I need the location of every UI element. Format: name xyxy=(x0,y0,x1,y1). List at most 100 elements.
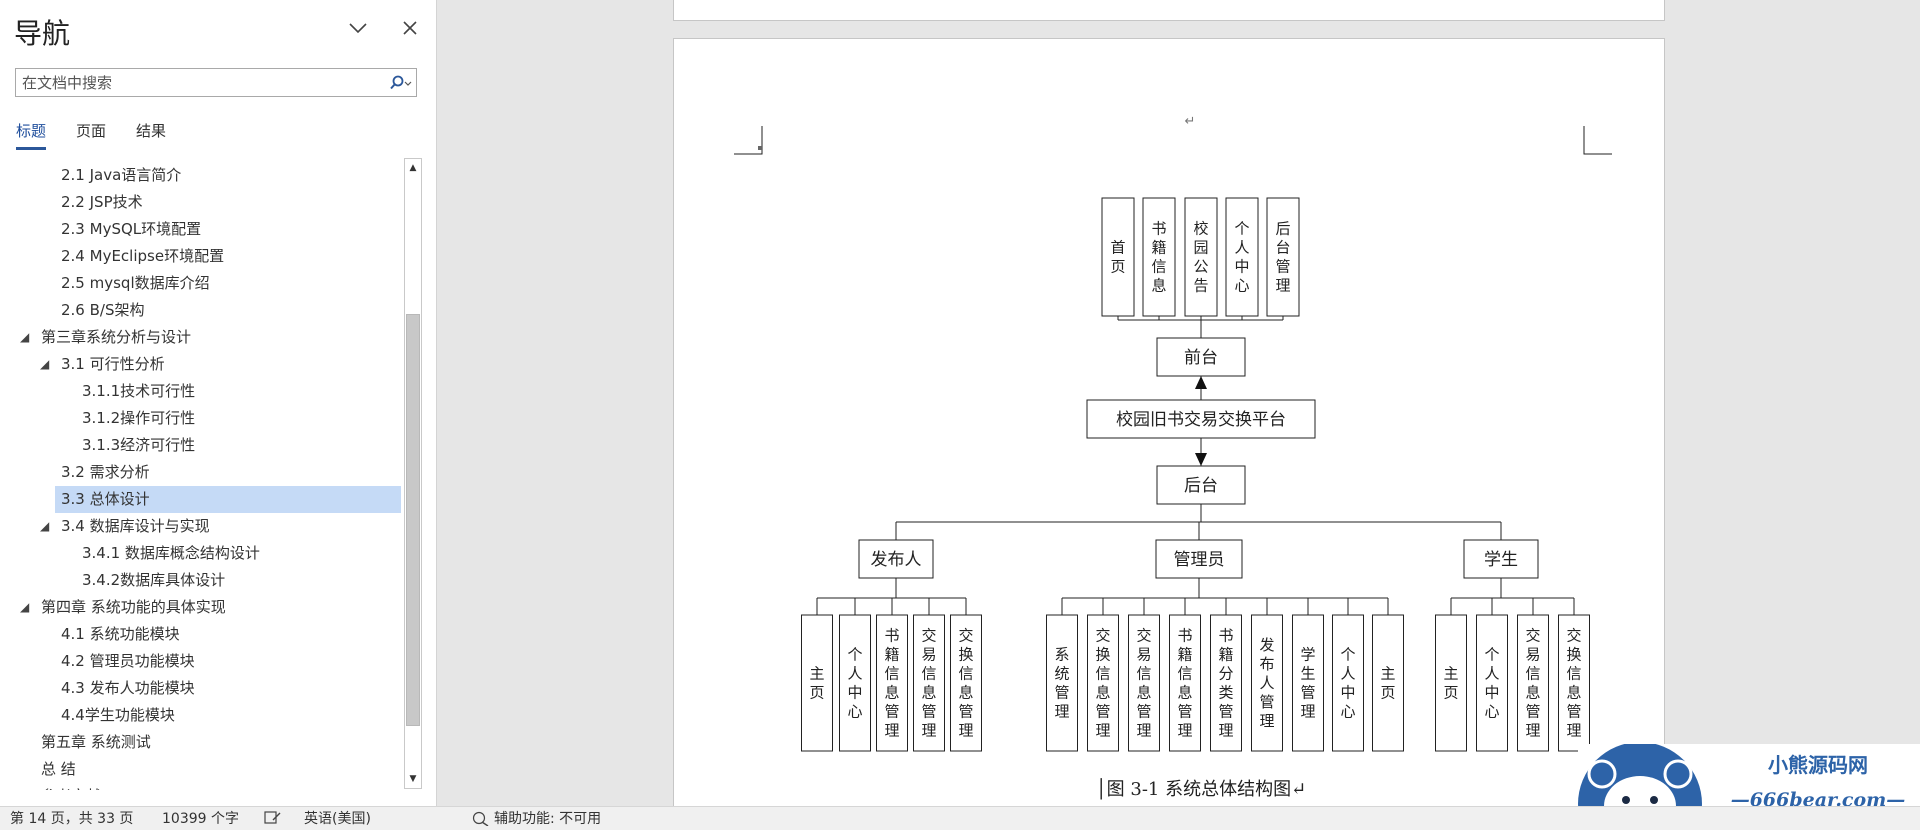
frontend-label: 前台 xyxy=(1184,348,1218,368)
tree-item[interactable]: 2.4 MyEclipse环境配置 xyxy=(0,243,403,270)
search-input[interactable] xyxy=(22,72,372,93)
navigation-pane: 导航 标题 页面 结果 2.1 Java语言简介 2.2 JSP技术 2.3 MyS… xyxy=(0,0,437,806)
proofing-icon[interactable] xyxy=(264,810,282,830)
module-box-label: 交易信息管理 xyxy=(1136,627,1151,740)
tree-item[interactable]: 3.1.1技术可行性 xyxy=(0,378,403,405)
document-area[interactable]: ↵首页书籍信息校园公告个人中心后台管理前台校园旧书交易交换平台后台发布人管理员学… xyxy=(438,0,1920,806)
module-box-label: 交换信息管理 xyxy=(1566,627,1581,740)
platform-label: 校园旧书交易交换平台 xyxy=(1116,410,1286,430)
close-icon[interactable] xyxy=(396,14,424,42)
module-box-label: 书籍信息管理 xyxy=(884,627,899,740)
tree-item[interactable]: 4.1 系统功能模块 xyxy=(0,621,403,648)
tree-item[interactable]: 2.3 MySQL环境配置 xyxy=(0,216,403,243)
tree-item-label: 3.1.3经济可行性 xyxy=(82,436,196,454)
search-button[interactable] xyxy=(378,73,412,93)
module-box xyxy=(876,614,908,752)
tree-item[interactable]: 4.2 管理员功能模块 xyxy=(0,648,403,675)
module-box-label: 交易信息管理 xyxy=(1525,627,1540,740)
tree-item[interactable]: 3.3 总体设计 xyxy=(0,486,403,513)
tree-item-label: 3.4.2数据库具体设计 xyxy=(82,571,226,589)
corner-mark xyxy=(734,126,763,155)
module-box xyxy=(1517,614,1549,752)
tree-item[interactable]: 2.1 Java语言简介 xyxy=(0,162,403,189)
tab-results[interactable]: 结果 xyxy=(136,122,167,140)
scrollbar-thumb[interactable] xyxy=(406,314,420,726)
tree-item-label: 2.2 JSP技术 xyxy=(61,193,143,211)
collapse-triangle-icon[interactable]: ◢ xyxy=(20,600,30,614)
tree-item[interactable]: 3.2 需求分析 xyxy=(0,459,403,486)
module-box-label: 交换信息管理 xyxy=(1095,627,1110,740)
search-box xyxy=(15,68,417,97)
language-status[interactable]: 英语(美国) xyxy=(304,811,371,827)
tree-item[interactable]: 2.2 JSP技术 xyxy=(0,189,403,216)
tree-item[interactable]: 3.4.2数据库具体设计 xyxy=(0,567,403,594)
chevron-down-icon[interactable] xyxy=(344,14,372,42)
module-box xyxy=(1292,614,1324,752)
module-box-label: 书籍信息管理 xyxy=(1177,627,1192,740)
module-box xyxy=(1558,614,1590,752)
top-module-label: 后台管理 xyxy=(1275,220,1290,295)
tab-pages[interactable]: 页面 xyxy=(76,122,107,140)
module-box xyxy=(1372,614,1404,752)
tree-item-label: 参考文献 xyxy=(41,783,101,790)
collapse-triangle-icon[interactable]: ◢ xyxy=(40,357,50,371)
tree-item[interactable]: 3.4.1 数据库概念结构设计 xyxy=(0,540,403,567)
tree-item-label: 4.4学生功能模块 xyxy=(61,706,175,724)
tree-item[interactable]: 第五章 系统测试 xyxy=(0,729,403,756)
tree-item[interactable]: 参考文献 xyxy=(0,783,403,790)
collapse-triangle-icon[interactable]: ◢ xyxy=(20,330,30,344)
top-module xyxy=(1142,197,1176,317)
scroll-down-icon[interactable]: ▼ xyxy=(409,774,417,784)
top-module-label: 首页 xyxy=(1110,239,1125,276)
tree-item[interactable]: ◢第四章 系统功能的具体实现 xyxy=(0,594,403,621)
scroll-up-icon[interactable]: ▲ xyxy=(409,163,417,173)
tree-item-label: 3.4 数据库设计与实现 xyxy=(61,517,210,535)
heading-tree: 2.1 Java语言简介 2.2 JSP技术 2.3 MySQL环境配置 2.4 My… xyxy=(0,162,403,790)
arrow-up-icon xyxy=(1195,376,1207,389)
tree-item[interactable]: 2.5 mysql数据库介绍 xyxy=(0,270,403,297)
module-box xyxy=(1476,614,1508,752)
paragraph-mark: ↵ xyxy=(1185,114,1196,129)
tree-item[interactable]: 4.3 发布人功能模块 xyxy=(0,675,403,702)
document-page[interactable]: ↵首页书籍信息校园公告个人中心后台管理前台校园旧书交易交换平台后台发布人管理员学… xyxy=(673,38,1665,806)
tree-item-label: 3.1 可行性分析 xyxy=(61,355,165,373)
module-box xyxy=(1128,614,1160,752)
tab-headings[interactable]: 标题 xyxy=(16,118,47,152)
module-box xyxy=(950,614,982,752)
role-0-box xyxy=(858,539,934,579)
top-module xyxy=(1184,197,1218,317)
tree-item[interactable]: 2.6 B/S架构 xyxy=(0,297,403,324)
page-count[interactable]: 第 14 页，共 33 页 xyxy=(10,811,134,827)
tree-item[interactable]: 4.4学生功能模块 xyxy=(0,702,403,729)
tree-item-label: 2.6 B/S架构 xyxy=(61,301,145,319)
accessibility-icon[interactable] xyxy=(472,810,492,830)
role-0-label: 发布人 xyxy=(871,550,922,570)
structure-diagram: ↵首页书籍信息校园公告个人中心后台管理前台校园旧书交易交换平台后台发布人管理员学… xyxy=(734,114,1612,800)
tree-item[interactable]: ◢第三章系统分析与设计 xyxy=(0,324,403,351)
tree-item-label: 4.2 管理员功能模块 xyxy=(61,652,195,670)
module-box-label: 学生管理 xyxy=(1300,646,1315,721)
tree-item-label: 3.1.2操作可行性 xyxy=(82,409,196,427)
top-module-label: 书籍信息 xyxy=(1151,220,1166,295)
tree-item[interactable]: ◢ 3.1 可行性分析 xyxy=(0,351,403,378)
role-1-label: 管理员 xyxy=(1174,550,1225,570)
tree-item-label: 2.4 MyEclipse环境配置 xyxy=(61,247,225,265)
nav-title: 导航 xyxy=(14,17,71,50)
module-box-label: 个人中心 xyxy=(1484,646,1499,721)
tree-item-label: 3.4.1 数据库概念结构设计 xyxy=(82,544,260,562)
module-box xyxy=(913,614,945,752)
nav-scrollbar[interactable]: ▲ ▼ xyxy=(404,158,422,789)
tree-item[interactable]: 3.1.3经济可行性 xyxy=(0,432,403,459)
arrow-down-icon xyxy=(1195,453,1207,466)
tree-item[interactable]: ◢ 3.4 数据库设计与实现 xyxy=(0,513,403,540)
word-count[interactable]: 10399 个字 xyxy=(162,811,239,827)
module-box xyxy=(1169,614,1201,752)
collapse-triangle-icon[interactable]: ◢ xyxy=(40,519,50,533)
role-2-label: 学生 xyxy=(1484,550,1518,570)
tree-item-label: 2.1 Java语言简介 xyxy=(61,166,182,184)
accessibility-status[interactable]: 辅助功能: 不可用 xyxy=(494,811,602,827)
tree-item[interactable]: 3.1.2操作可行性 xyxy=(0,405,403,432)
module-box-label: 主页 xyxy=(1380,665,1395,702)
tree-item[interactable]: 总 结 xyxy=(0,756,403,783)
module-box xyxy=(1332,614,1364,752)
